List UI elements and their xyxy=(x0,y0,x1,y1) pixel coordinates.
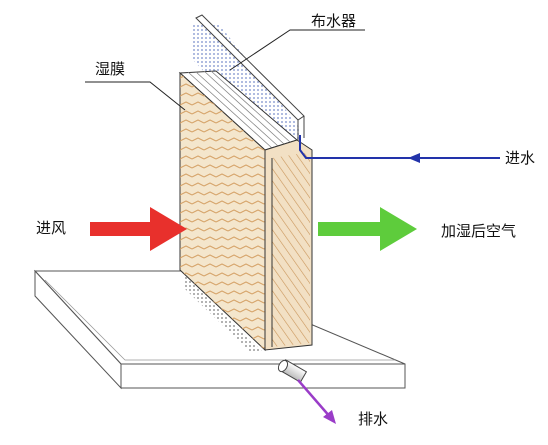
wet-film-label: 湿膜 xyxy=(95,60,126,78)
wet-film-leader xyxy=(85,81,186,111)
water-in-label: 进水 xyxy=(505,149,536,167)
drain-pipe xyxy=(277,359,308,383)
wet-film-pad xyxy=(178,70,313,352)
water-inlet-arrowhead xyxy=(408,153,420,163)
drain-arrow xyxy=(297,379,332,419)
drain-arrowhead xyxy=(323,410,336,424)
drain-label: 排水 xyxy=(358,410,389,428)
air-out-arrow xyxy=(318,207,417,251)
distributor-leader xyxy=(229,29,365,71)
air-out-label: 加湿后空气 xyxy=(441,222,517,240)
distributor-label: 布水器 xyxy=(311,12,357,30)
water-distributor xyxy=(195,14,305,142)
water-inlet-pipe xyxy=(299,135,500,159)
air-in-label: 进风 xyxy=(36,219,67,237)
air-in-arrow xyxy=(90,207,187,251)
distributor-spray xyxy=(193,24,300,150)
drip-dots xyxy=(184,274,263,352)
